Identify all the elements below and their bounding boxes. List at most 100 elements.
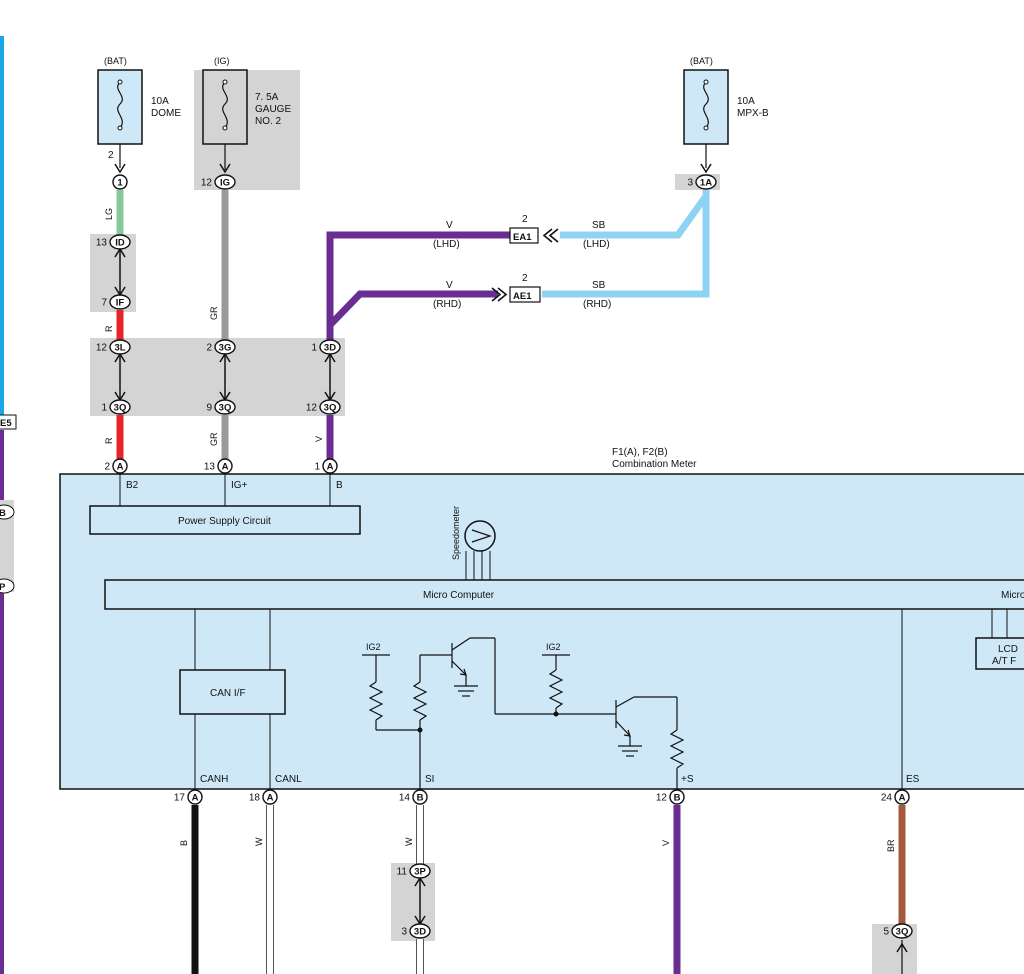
lcd-lines (991, 609, 1008, 638)
connector-id: 3Q (114, 403, 127, 414)
connector-c3d-bot: 3D 3 (401, 923, 431, 939)
connector-ca-24: A 24 (881, 789, 910, 805)
svg-text:AE1: AE1 (513, 291, 532, 302)
connector-pin-number: 2 (104, 462, 110, 473)
connector-pin-number: 12 (96, 343, 108, 354)
svg-text:E5: E5 (0, 418, 12, 429)
can-lines (194, 609, 271, 789)
wire-label-sb-rhd-note: (RHD) (583, 299, 611, 310)
lcd-block (975, 637, 1024, 670)
connector-pin-number: 24 (881, 793, 893, 804)
connector-id: 3D (324, 343, 336, 354)
svg-text:(BAT): (BAT) (104, 56, 127, 66)
connector-ca-17: A17 (174, 789, 203, 805)
connector-pin-number: 17 (174, 793, 186, 804)
wire-label-v-1: V (314, 436, 324, 442)
wire-label-w-2: W (404, 837, 414, 846)
wire-label-r-2: R (104, 437, 114, 444)
connector-id: 3P (414, 867, 426, 878)
wire-label-br: BR (886, 839, 896, 852)
arrow-3q-5 (896, 942, 908, 953)
connector-pin-number: 12 (656, 793, 668, 804)
ig2-label-left: IG2 (366, 642, 381, 652)
connector-c1a: 1A3 (687, 174, 717, 190)
connector-pin-number: 18 (249, 793, 261, 804)
fuse-gauge: (IG) 7. 5A GAUGE NO. 2 (194, 56, 300, 190)
connector-pin-number: 5 (883, 927, 889, 938)
connector-left-p: P (0, 578, 15, 594)
wire-label-v-rhd: V (446, 280, 453, 291)
connector-ae1: 2 AE1 (491, 273, 541, 303)
connector-pin-number: 11 (397, 867, 408, 878)
lcd-label-2: A/T F (992, 656, 1016, 667)
micro-computer (104, 579, 1024, 610)
terminal-canh: CANH (200, 774, 228, 785)
connector-id: A (899, 793, 906, 804)
connector-pin-number: 14 (399, 793, 411, 804)
connector-id: A (117, 462, 124, 473)
connector-ea1: 2 EA1 (509, 214, 559, 244)
meter-top-terminal-lines (119, 474, 331, 506)
wire-label-v-s: V (661, 840, 671, 846)
connector-pin-number: 9 (206, 403, 212, 414)
connector-c3p: 3P 11 (397, 863, 431, 879)
connector-ca-18: A 18 (249, 789, 278, 805)
connector-id: 1 (117, 178, 123, 189)
connector-ca-1: A1 (314, 458, 338, 474)
wire-label-gr-1: GR (209, 306, 219, 320)
connector-id: IG (220, 178, 230, 189)
connector-id: B (417, 793, 424, 804)
svg-text:2: 2 (108, 150, 114, 161)
svg-text:DOME: DOME (151, 108, 181, 119)
connector-cig: IG 12 (201, 174, 236, 190)
lcd-label-1: LCD (998, 644, 1018, 655)
fuse-mpxb: (BAT) 10A MPX-B (683, 56, 769, 174)
connector-pin-number: 1 (314, 462, 320, 473)
terminal-plus-s: +S (681, 774, 694, 785)
svg-text:MPX-B: MPX-B (737, 108, 769, 119)
connector-pin-number: 1 (311, 343, 317, 354)
connector-c3q-12: 3Q 12 (306, 399, 341, 415)
connector-pin-number: 12 (306, 403, 318, 414)
connector-id: 3Q (324, 403, 337, 414)
connector-id: 3Q (896, 927, 909, 938)
wire-label-sb-lhd: SB (592, 220, 606, 231)
wire-v-rhd (327, 290, 498, 328)
wire-label-sb-rhd: SB (592, 280, 606, 291)
connector-pin-number: 1 (101, 403, 107, 414)
connector-c3q-1: 3Q 1 (101, 399, 131, 415)
wire-label-gr-2: GR (209, 432, 219, 446)
svg-text:NO. 2: NO. 2 (255, 116, 282, 127)
terminal-b2: B2 (126, 480, 139, 491)
wire-label-b: B (179, 840, 189, 846)
connector-id: 3G (219, 343, 232, 354)
connector-cb-14: B 14 (399, 789, 428, 805)
svg-text:B: B (0, 508, 6, 519)
connector-c3d-top: 3D 1 (311, 339, 341, 355)
connector-pin-number: 3 (687, 178, 693, 189)
speedometer-label: Speedometer (451, 506, 461, 560)
connector-pin-number: 7 (101, 298, 107, 309)
wire-label-lg: LG (104, 208, 114, 220)
connector-id: 3Q (219, 403, 232, 414)
connector-pin-number: 3 (401, 927, 407, 938)
wire-label-v-lhd-note: (LHD) (433, 239, 460, 250)
wire-v-lhd (326, 231, 510, 340)
micro-computer-label: Micro Computer (423, 590, 495, 601)
svg-text:2: 2 (522, 273, 528, 284)
connector-id: A (267, 793, 274, 804)
connector-id: 3D (414, 927, 426, 938)
fuse-dome: (BAT) 10A DOME 2 (97, 56, 181, 174)
connector-pin-number: 12 (201, 178, 213, 189)
connector-pin-number: 13 (204, 462, 216, 473)
svg-text:7. 5A: 7. 5A (255, 92, 279, 103)
ig2-label-right: IG2 (546, 642, 561, 652)
svg-text:(BAT): (BAT) (690, 56, 713, 66)
connector-pin-number: 2 (206, 343, 212, 354)
connector-e5: E5 (0, 414, 17, 430)
power-supply-circuit (89, 505, 361, 535)
connector-id: B (674, 793, 681, 804)
meter-subtitle: Combination Meter (612, 459, 697, 470)
